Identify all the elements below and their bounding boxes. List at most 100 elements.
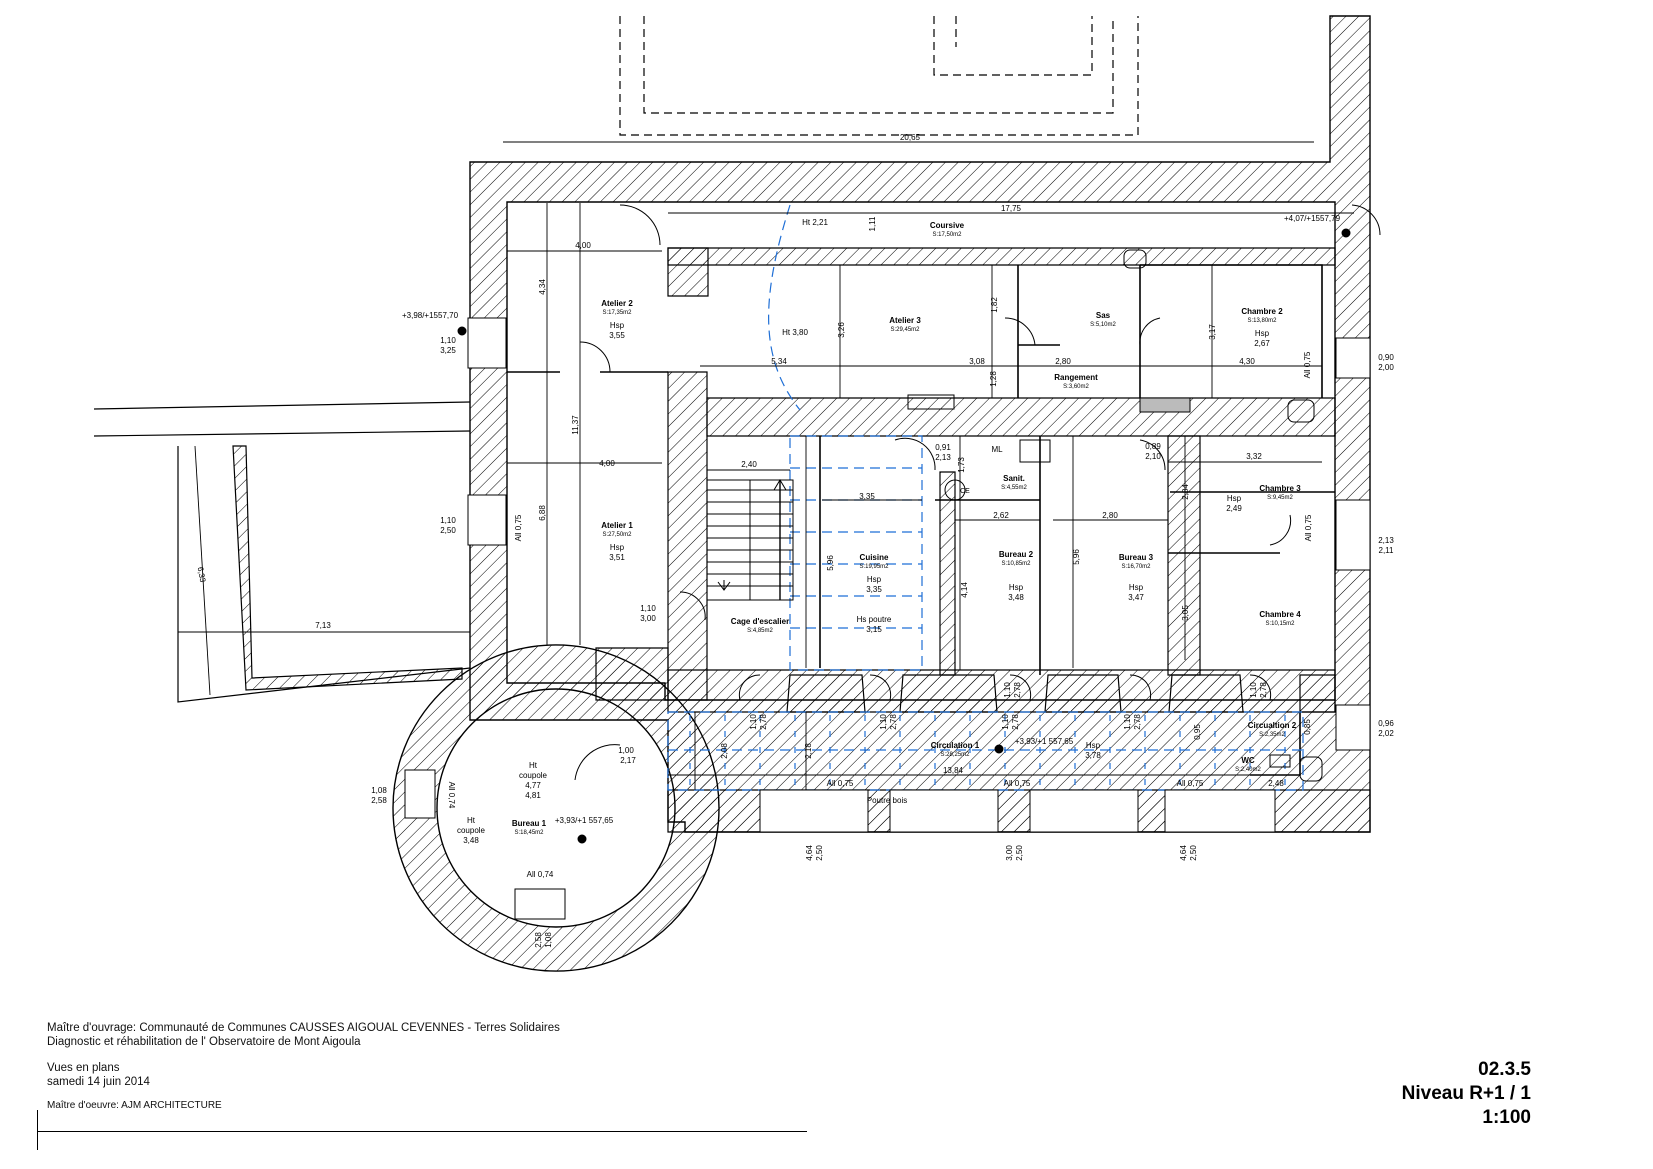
bay-250-a: 2,50 — [815, 845, 824, 861]
dim-308: 3,08 — [969, 357, 985, 366]
room-chambre4-area: S:10,15m2 — [1265, 621, 1295, 627]
room-atelier2-hsp-value: 3,55 — [609, 331, 625, 340]
dim-596-a: 5,96 — [826, 555, 835, 571]
dim-713: 7,13 — [315, 621, 331, 630]
room-wc-area: S:2,40m2 — [1235, 767, 1261, 773]
frame-vertical — [37, 1110, 38, 1150]
room-labels: Coursive S:17,50m2 Atelier 2 S:17,35m2 H… — [512, 221, 1301, 836]
room-chambre2-name: Chambre 2 — [1241, 307, 1283, 316]
all074-tower-bottom: All 0,74 — [527, 870, 554, 879]
dim-1137: 11,37 — [571, 415, 580, 435]
label-ml: ML — [991, 445, 1003, 454]
room-coursive-name: Coursive — [930, 221, 965, 230]
label-circ1-hsp: Hsp — [1086, 741, 1101, 750]
dim-414: 4,14 — [960, 582, 969, 598]
win-258-b: 2,58 — [534, 932, 543, 948]
title-block: Maître d'ouvrage: Communauté de Communes… — [47, 1021, 560, 1113]
door-278-d: 2,78 — [1133, 714, 1142, 730]
dim-434: 4,34 — [538, 279, 547, 295]
level-top: +4,07/+1557,79 — [1284, 214, 1341, 223]
all075-circ-c: All 0,75 — [1177, 779, 1204, 788]
label-coupole-a-value: 4,77 — [525, 781, 541, 790]
door-278-e: 2,78 — [1259, 682, 1268, 698]
bay-250-b: 2,50 — [1015, 845, 1024, 861]
room-chambre4-name: Chambre 4 — [1259, 610, 1301, 619]
title-view: Vues en plans — [47, 1062, 120, 1074]
win-090: 0,90 — [1378, 353, 1394, 362]
label-coupole-b-value: 3,48 — [463, 836, 479, 845]
staircase — [706, 479, 794, 601]
title-owner: Maître d'ouvrage: Communauté de Communes… — [47, 1022, 560, 1034]
win-110-c: 1,10 — [640, 604, 656, 613]
win-110-b: 1,10 — [440, 516, 456, 525]
doors — [574, 204, 1381, 781]
dim-400-b: 4,00 — [599, 459, 615, 468]
dim-430: 4,30 — [1239, 357, 1255, 366]
door-278-b: 2,78 — [889, 714, 898, 730]
title-architect: Maître d'oeuvre: AJM ARCHITECTURE — [47, 1100, 222, 1111]
label-hs-poutre: Hs poutre — [857, 615, 892, 624]
label-coupole-b: coupole — [457, 826, 486, 835]
win-325: 3,25 — [440, 346, 456, 355]
frame-horizontal — [37, 1131, 807, 1132]
dim-085: 0,85 — [1303, 719, 1312, 735]
level-markers — [457, 228, 1351, 844]
room-chambre2-hsp: Hsp — [1255, 329, 1270, 338]
dimension-lines — [178, 141, 1354, 790]
room-cage-area: S:4,85m2 — [747, 628, 773, 634]
win-108-a: 1,08 — [371, 786, 387, 795]
label-hs-poutre-value: 3,15 — [866, 625, 882, 634]
room-cuisine-area: S:19,95m2 — [859, 564, 889, 570]
win-096: 0,96 — [1378, 719, 1394, 728]
all075-atelier1: All 0,75 — [514, 514, 523, 541]
title-date: samedi 14 juin 2014 — [47, 1076, 150, 1088]
win-202: 2,02 — [1378, 729, 1394, 738]
label-poutre-bois: Poutre bois — [867, 796, 907, 805]
all075-chambre2: All 0,75 — [1303, 351, 1312, 378]
dim-208: 2,08 — [720, 743, 729, 759]
sheet-scale: 1:100 — [1482, 1107, 1531, 1128]
room-bureau1-area: S:18,45m2 — [514, 830, 544, 836]
bay-464-b: 4,64 — [1179, 845, 1188, 861]
door-110-f: 1,10 — [1003, 682, 1012, 698]
dim-284: 2,84 — [1181, 484, 1190, 500]
sheet-info: 02.3.5 Niveau R+1 / 1 1:100 — [1402, 1058, 1531, 1130]
door-110-c: 1,10 — [1001, 714, 1010, 730]
room-rangement-area: S:3,60m2 — [1063, 384, 1089, 390]
win-300: 3,00 — [640, 614, 656, 623]
partitions — [507, 264, 1335, 776]
room-circ2-name: Circualtion 2 — [1248, 721, 1297, 730]
room-atelier3-area: S:29,45m2 — [890, 327, 920, 333]
door-278-c: 2,78 — [1011, 714, 1020, 730]
dim-100: 1,00 — [618, 746, 634, 755]
dim-248: 2,48 — [1268, 779, 1284, 788]
upper-volume-outline — [619, 16, 1139, 136]
door-110-d: 1,10 — [1123, 714, 1132, 730]
blue-circulation-ticks — [689, 715, 1286, 790]
room-circ1-area: S:28,25m2 — [940, 752, 970, 758]
room-atelier1-area: S:27,50m2 — [602, 532, 632, 538]
door-110-b: 1,10 — [879, 714, 888, 730]
room-circ1-name: Circulation 1 — [931, 741, 980, 750]
room-bureau1-name: Bureau 1 — [512, 819, 547, 828]
dim-262: 2,62 — [993, 511, 1009, 520]
room-cage-name: Cage d'escalier — [731, 617, 789, 626]
dim-240: 2,40 — [741, 460, 757, 469]
all075-circ-a: All 0,75 — [827, 779, 854, 788]
dim-326: 3,26 — [837, 322, 846, 338]
dim-633: 6,33 — [196, 566, 208, 583]
dim-091: 0,91 — [935, 443, 951, 452]
room-atelier2-area: S:17,35m2 — [602, 310, 632, 316]
room-atelier2-name: Atelier 2 — [601, 299, 633, 308]
room-cuisine-hsp-value: 3,35 — [866, 585, 882, 594]
misc-labels: Ht 2,21 Ht 3,80 ML CE Hs poutre 3,15 Hsp… — [402, 214, 1341, 879]
win-211: 2,11 — [1379, 546, 1395, 555]
door-110-e: 1,10 — [1249, 682, 1258, 698]
dim-210: 2,10 — [1145, 452, 1161, 461]
dimension-texts: 20,65 17,75 1,11 4,00 4,34 11,37 4,00 6,… — [196, 133, 1395, 948]
dim-305: 3,05 — [1181, 605, 1190, 621]
room-atelier1-name: Atelier 1 — [601, 521, 633, 530]
room-bureau3-area: S:16,70m2 — [1121, 564, 1151, 570]
level-circ: +3,93/+1 557,65 — [1015, 737, 1074, 746]
dim-089: 0,89 — [1145, 442, 1161, 451]
